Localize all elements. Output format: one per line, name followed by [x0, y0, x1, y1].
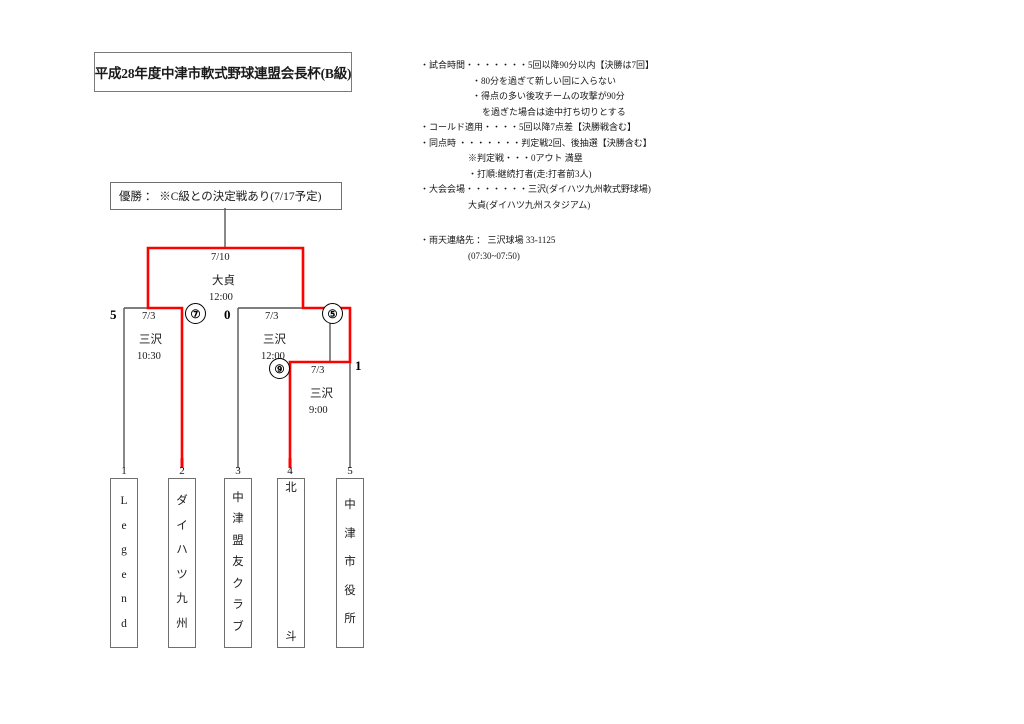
- team-char: ツ: [176, 568, 188, 581]
- team-char: 津: [232, 513, 244, 526]
- team-char: ラ: [232, 599, 244, 612]
- match-number-badge-5: ⑤: [322, 303, 343, 324]
- team-char: 州: [176, 617, 188, 630]
- score-right-semi: 0: [224, 307, 231, 322]
- team-char: ク: [232, 577, 244, 590]
- rules-text-block: ・試合時間・・・・・・・5回以降90分以内【決勝は7回】 ・80分を過ぎて新しい…: [420, 58, 720, 264]
- semi-right-date: 7/3: [265, 311, 279, 322]
- team-box-5: 中 津 市 役 所: [336, 478, 364, 648]
- team-char: 所: [344, 613, 356, 626]
- team-char: 役: [344, 584, 356, 597]
- championship-note: 優勝 ： ※C級との決定戦あり(7/17予定): [119, 191, 322, 203]
- team-box-3: 中 津 盟 友 ク ラ ブ: [224, 478, 252, 648]
- final-time: 12:00: [209, 292, 233, 303]
- page-title: 平成28年度中津市軟式野球連盟会長杯(B級): [94, 66, 352, 81]
- team-box-4: 北 斗: [277, 478, 305, 648]
- rule-line: ※判定戦・・・0アウト 満塁: [468, 153, 583, 163]
- round1-venue: 三沢: [310, 388, 333, 400]
- team-char: 中: [232, 491, 244, 504]
- team-char: 津: [344, 527, 356, 540]
- team-char: ブ: [232, 620, 244, 633]
- team-char: ハ: [176, 544, 188, 556]
- semi-right-venue: 三沢: [263, 334, 286, 346]
- team-char: ダ: [176, 495, 188, 507]
- team-char: g: [121, 544, 127, 556]
- team-seed-number: 3: [235, 465, 241, 477]
- team-char: e: [121, 519, 127, 532]
- rule-line: ・80分を過ぎて新しい回に入らない: [472, 75, 617, 86]
- team-box-2: ダ イ ハ ツ 九 州: [168, 478, 196, 648]
- team-seed-number: 2: [179, 465, 185, 477]
- semi-left-date: 7/3: [142, 311, 156, 322]
- final-date: 7/10: [211, 252, 230, 263]
- match-number-badge-9: ⑨: [269, 358, 290, 379]
- team-seed-number: 4: [287, 465, 293, 477]
- rule-line: ・得点の多い後攻チームの攻撃が90分: [472, 91, 625, 101]
- rain-contact-hours: (07:30~07:50): [468, 250, 520, 261]
- team-char: イ: [176, 519, 188, 532]
- team-char: 友: [232, 556, 244, 569]
- team-char: 中: [344, 499, 356, 512]
- championship-box: 優勝 ： ※C級との決定戦あり(7/17予定): [110, 182, 342, 210]
- semi-left-venue: 三沢: [139, 334, 162, 346]
- rule-line: ・試合時間・・・・・・・5回以降90分以内【決勝は7回】: [420, 60, 655, 70]
- team-char: 斗: [285, 630, 297, 643]
- team-char: e: [121, 568, 127, 581]
- rule-line: ・同点時 ・・・・・・・判定戦2回、後抽選【決勝含む】: [420, 137, 652, 148]
- score-left-semi: 5: [110, 307, 117, 322]
- rule-line: ・打順:継続打者(走:打者前3人): [468, 168, 592, 179]
- rain-contact-line: ・雨天連絡先 ： 三沢球場 33-1125: [420, 235, 556, 245]
- rule-line: ・コールド適用・・・・5回以降7点差【決勝戦含む】: [420, 122, 637, 132]
- team-box-1: L e g e n d: [110, 478, 138, 648]
- rule-line: ・大会会場・・・・・・・三沢(ダイハツ九州軟式野球場): [420, 184, 651, 194]
- final-venue: 大貞: [212, 275, 235, 287]
- rule-line: 大貞(ダイハツ九州スタジアム): [468, 199, 591, 210]
- match-number-badge-7: ⑦: [185, 303, 206, 324]
- round1-time: 9:00: [309, 405, 328, 416]
- team-char: 市: [344, 556, 356, 569]
- team-char: n: [121, 593, 127, 605]
- team-char: 盟: [232, 534, 244, 547]
- team-seed-number: 5: [347, 465, 353, 477]
- tournament-title-box: 平成28年度中津市軟式野球連盟会長杯(B級): [94, 52, 352, 92]
- team-char: d: [121, 617, 127, 630]
- team-char: 九: [176, 593, 188, 605]
- rule-line: を過ぎた場合は途中打ち切りとする: [482, 106, 626, 117]
- semi-left-time: 10:30: [137, 351, 161, 362]
- team-seed-number: 1: [121, 465, 127, 477]
- score-round1: 1: [355, 358, 362, 373]
- round1-date: 7/3: [311, 365, 325, 376]
- team-char: 北: [285, 482, 297, 494]
- team-char: L: [120, 495, 128, 507]
- semi-right-time: 12:00: [261, 351, 285, 362]
